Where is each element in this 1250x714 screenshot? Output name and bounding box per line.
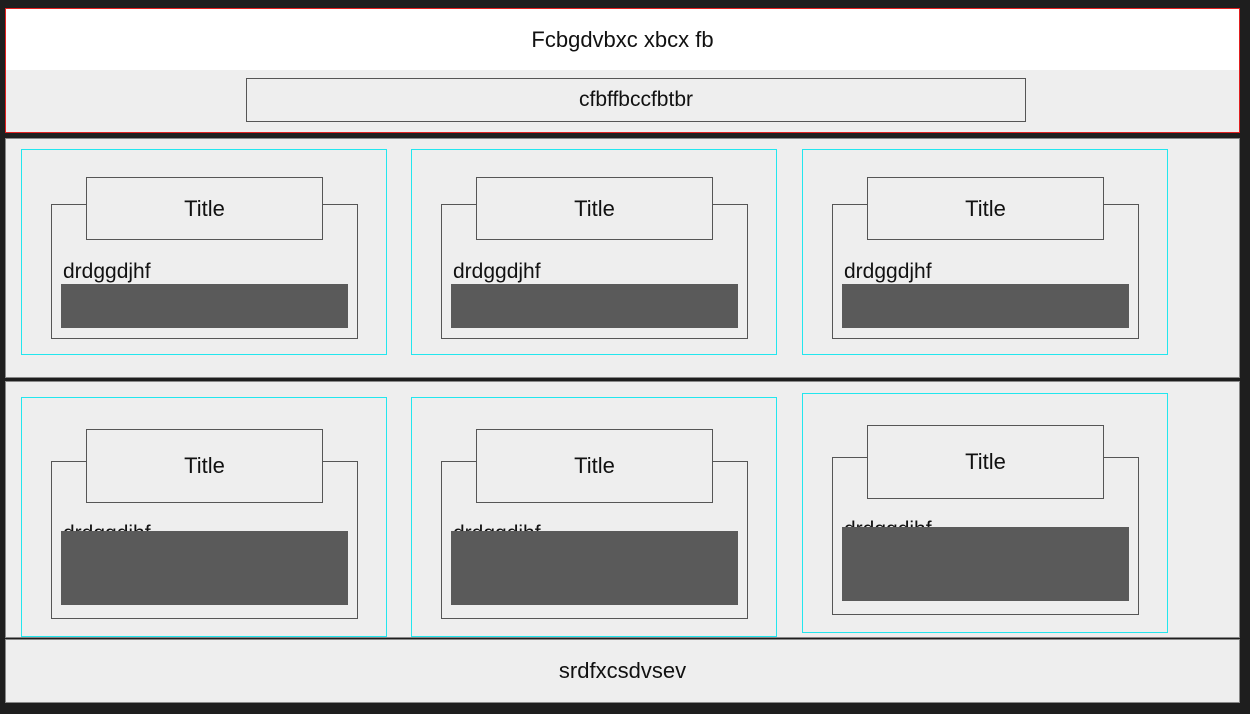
card-bar: [842, 527, 1129, 601]
card-bar: [451, 284, 738, 328]
card-bar: [61, 531, 348, 605]
card-1-1[interactable]: Title drdggdjhf: [21, 149, 387, 355]
header-title: Fcbgdvbxc xbcx fb: [531, 26, 714, 52]
card-1-2[interactable]: Title drdggdjhf: [411, 149, 777, 355]
card-title: Title: [476, 177, 713, 240]
card-text: drdggdjhf: [63, 260, 151, 283]
card-row-2: Title drdggdjhf Title drdggdjhf Title dr…: [5, 381, 1240, 638]
card-bar: [61, 284, 348, 328]
subheader-label: cfbffbccfbtbr: [578, 88, 693, 111]
card-row-1: Title drdggdjhf Title drdggdjhf Title dr…: [5, 138, 1240, 378]
page-header: Fcbgdvbxc xbcx fb: [5, 8, 1240, 71]
page-footer: srdfxcsdvsev: [5, 639, 1240, 703]
card-1-3[interactable]: Title drdggdjhf: [802, 149, 1168, 355]
card-2-3[interactable]: Title drdggdjhf: [802, 393, 1168, 633]
card-title: Title: [867, 425, 1104, 499]
card-bar: [842, 284, 1129, 328]
card-title: Title: [86, 429, 323, 503]
card-title: Title: [867, 177, 1104, 240]
card-2-1[interactable]: Title drdggdjhf: [21, 397, 387, 637]
footer-label: srdfxcsdvsev: [558, 658, 687, 683]
card-title: Title: [86, 177, 323, 240]
subheader-box[interactable]: cfbffbccfbtbr: [246, 78, 1026, 122]
card-text: drdggdjhf: [453, 260, 541, 283]
card-title: Title: [476, 429, 713, 503]
card-bar: [451, 531, 738, 605]
card-text: drdggdjhf: [844, 260, 932, 283]
subheader-bar: cfbffbccfbtbr: [5, 70, 1240, 133]
card-2-2[interactable]: Title drdggdjhf: [411, 397, 777, 637]
